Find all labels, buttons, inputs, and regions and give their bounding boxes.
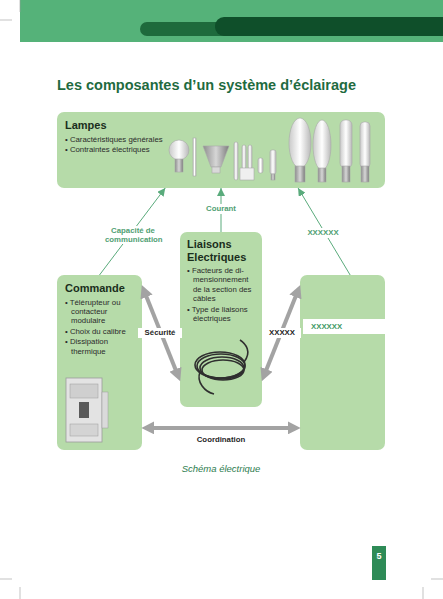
edge-label: XXXXX (263, 328, 301, 337)
crop-marks-part (20, 0, 21, 12)
crop-marks-part (0, 579, 12, 580)
edge-label: Courant (199, 204, 243, 213)
lamp-illustration-part (212, 167, 220, 173)
crop-marks-part (431, 579, 443, 580)
component-box: Commande • Télérupteur ou contacteur modu… (57, 275, 142, 450)
bullet-item: • Facteurs de di- mensionnement de la se… (187, 266, 255, 304)
breaker-illustration-part (102, 392, 108, 428)
lamp-illustration-part (360, 122, 370, 168)
lamp-illustration-part (175, 159, 183, 172)
cable-illustration-part (240, 340, 248, 362)
header-band-part (215, 17, 443, 36)
component-box: XXXXXX (300, 275, 385, 450)
lamp-illustration-part (203, 146, 229, 167)
lamp-illustration-part (248, 145, 252, 169)
diagram-caption: Schéma électrique (141, 463, 301, 474)
bullet-item: • Télérupteur ou contacteur modulaire (65, 298, 134, 326)
component-box: Lampes • Caractéristiques générales• Cont… (57, 112, 385, 188)
edge-label: XXXXXX (301, 228, 345, 237)
box-heading: Commande (65, 282, 134, 295)
breaker-illustration (66, 378, 108, 442)
edge-label: Sécurité (138, 328, 182, 337)
cable-illustration (195, 340, 248, 394)
lamp-illustration-part (240, 168, 254, 180)
lamp-illustration-part (271, 174, 275, 180)
component-box: Liaisons Electriques • Facteurs de di- me… (180, 232, 262, 407)
arrow-connector (298, 188, 350, 275)
lamp-illustration-part (258, 158, 263, 173)
lamp-illustration-part (318, 168, 326, 182)
lamp-illustration-part (289, 118, 311, 168)
lamp-illustration-part (313, 120, 331, 170)
arrow-connector (221, 188, 222, 232)
arrow-connector (100, 188, 166, 275)
lamp-illustration-part (340, 120, 352, 168)
breaker-illustration-part (66, 378, 102, 442)
lamp-illustration-part (361, 166, 369, 182)
diagram-title: Les composantes d’un système d’éclairage (57, 77, 356, 94)
page-number-tab-part (372, 546, 386, 580)
cable-illustration-part (195, 352, 245, 378)
lamp-illustration-part (342, 166, 350, 182)
lamp-illustration-part (270, 150, 276, 174)
cable-illustration-part (199, 372, 214, 394)
breaker-illustration-part (70, 384, 98, 398)
header-band (20, 0, 443, 42)
edge-label: Capacité de communication (103, 226, 163, 244)
cable-illustration-part (197, 354, 245, 378)
crop-marks-part (0, 20, 12, 21)
lamp-illustration-part (234, 142, 238, 180)
box-heading: Lampes (65, 119, 377, 132)
lamp-illustration-part (242, 145, 246, 169)
lamp-illustration-part (193, 138, 196, 176)
edge-label: Coordination (184, 435, 258, 444)
bullet-item: • Choix du calibre (65, 327, 134, 336)
breaker-illustration-part (79, 402, 89, 418)
bullet-item: • Dissipation thermique (65, 337, 134, 356)
bullet-item: • Contraintes électriques (65, 145, 163, 154)
band-label: XXXXXX (303, 319, 385, 334)
breaker-illustration-part (70, 424, 98, 436)
bullet-item: • Caractéristiques générales (65, 135, 163, 144)
double-arrow (145, 293, 177, 373)
bullet-item: • Type de liaisons électriques (187, 305, 255, 324)
cable-illustration-part (200, 357, 244, 379)
box-heading: Liaisons Electriques (187, 238, 255, 263)
crop-marks-part (20, 587, 21, 599)
page-number-tab (372, 546, 386, 580)
cable-illustration-part (202, 360, 244, 380)
double-arrow (265, 293, 297, 373)
crop-marks-part (423, 587, 424, 599)
lamp-illustration-part (169, 140, 189, 160)
double-arrow (150, 426, 292, 430)
lamp-illustration (169, 118, 370, 182)
page-number: 5 (372, 551, 386, 561)
lamp-illustration-part (295, 166, 305, 182)
